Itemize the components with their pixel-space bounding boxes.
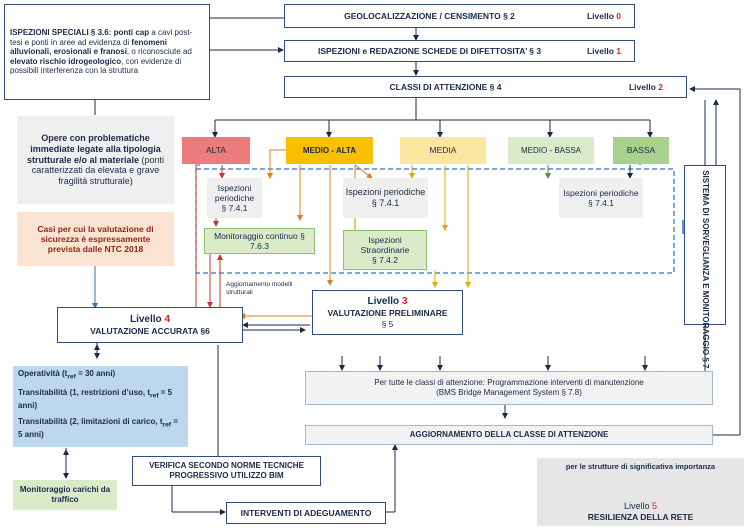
inspection-box: ISPEZIONI e REDAZIONE SCHEDE DI DIFETTOS… [284, 40, 635, 62]
class-media: MEDIA [400, 137, 486, 164]
problematic-works-box: Opere con problematiche immediate legate… [17, 116, 174, 204]
class-update-box: AGGIORNAMENTO DELLA CLASSE DI ATTENZIONE [305, 425, 713, 445]
extraordinary-inspection-box: Ispezioni Straordinarie§ 7.4.2 [343, 230, 427, 270]
preliminary-evaluation-box: Livello 3 VALUTAZIONE PRELIMINARE § 5 [312, 290, 463, 335]
traffic-monitoring-box: Monitoraggio carichi da traffico [13, 480, 117, 510]
level5-box: per le strutture di significativa import… [537, 458, 744, 526]
periodic-inspection-3: Ispezioni periodiche§ 7.4.1 [559, 178, 643, 218]
accurate-evaluation-box: Livello 4 VALUTAZIONE ACCURATA §6 [57, 307, 243, 343]
periodic-inspection-2: Ispezioni periodiche§ 7.4.1 [343, 178, 428, 218]
ntc-2018-box: Casi per cui la valutazione di sicurezza… [17, 212, 174, 266]
periodic-inspection-1: Ispezioni periodiche§ 7.4.1 [207, 178, 262, 218]
verification-box: VERIFICA SECONDO NORME TECNICHE PROGRESS… [132, 456, 321, 486]
class-alta: ALTA [182, 137, 250, 164]
special-inspections-box: ISPEZIONI SPECIALI § 3.6: ponti cap a ca… [4, 4, 210, 100]
class-medio-alta: MEDIO - ALTA [286, 137, 373, 164]
attention-classes-label: CLASSI DI ATTENZIONE § 4 [389, 81, 502, 92]
model-update-label: Aggiornamento modelli strutturali [226, 281, 293, 296]
continuous-monitoring-box: Monitoraggio continuo § 7.6.3 [204, 228, 315, 254]
transitability-box: Operatività (tref = 30 anni) Transitabil… [13, 366, 188, 447]
geolocation-box: GEOLOCALIZZAZIONE / CENSIMENTO § 2 Livel… [284, 4, 635, 28]
interventions-box: INTERVENTI DI ADEGUAMENTO [226, 502, 386, 524]
level-1-tag: Livello 1 [586, 45, 622, 56]
maintenance-programming-box: Per tutte le classi di attenzione: Progr… [305, 371, 713, 405]
class-medio-bassa: MEDIO - BASSA [508, 137, 594, 164]
attention-classes-box: CLASSI DI ATTENZIONE § 4 Livello 2 [284, 76, 687, 98]
monitoring-system-box: SISTEMA DI SORVEGLIANZA E MONITORAGGIO §… [684, 165, 726, 368]
class-bassa: BASSA [613, 137, 669, 164]
inspection-label: ISPEZIONI e REDAZIONE SCHEDE DI DIFETTOS… [317, 45, 542, 56]
level-0-tag: Livello 0 [586, 10, 622, 21]
level-2-tag: Livello 2 [628, 81, 664, 92]
geolocation-label: GEOLOCALIZZAZIONE / CENSIMENTO § 2 [344, 10, 515, 21]
